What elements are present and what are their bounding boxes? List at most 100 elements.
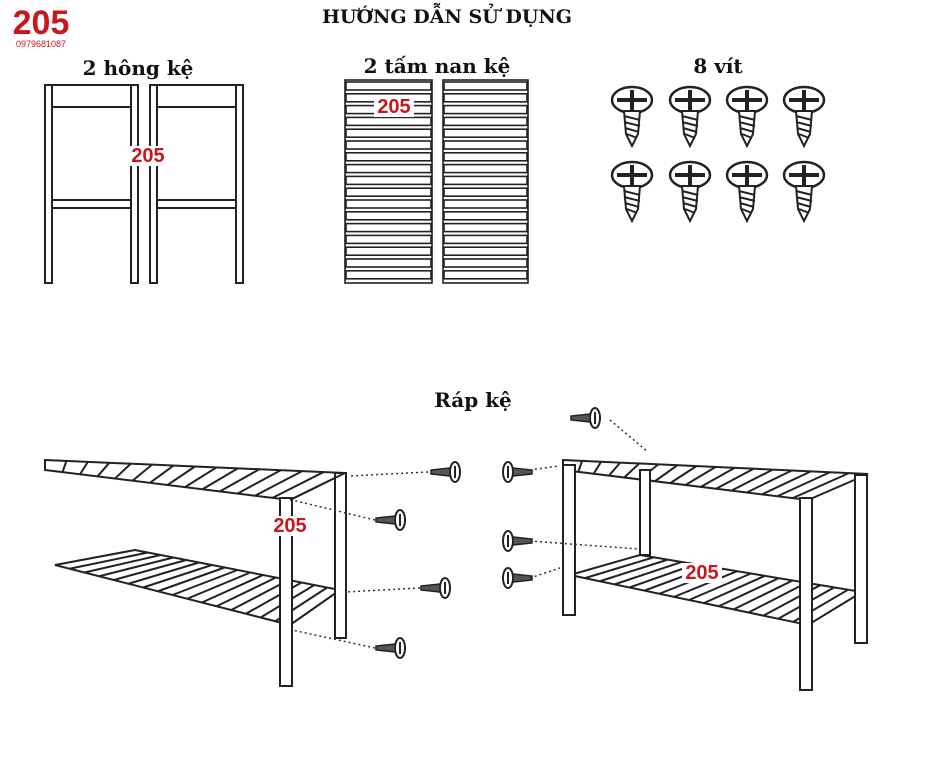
slat [443,222,528,233]
slat [345,187,432,197]
shelf-slat [654,464,678,483]
slat [443,104,528,115]
shelf-slat [201,574,264,604]
watermark-logo: 205 [682,563,722,583]
shelf-slat [718,577,780,608]
shelf-leg [854,474,868,644]
slat [345,269,432,280]
slat [443,163,528,174]
shelf-slat [157,566,226,593]
shelf-slat [128,561,200,585]
dotted-arrow [291,499,376,521]
shelf-slat [592,461,602,475]
shelf-bottom [54,548,343,627]
page-title: HƯỚNG DẪN SỬ DỤNG [321,6,573,28]
frame-leg [235,84,244,284]
slat [345,116,432,127]
slat [443,211,528,221]
shelf-leg [334,472,347,639]
shelf-slat [577,460,584,473]
screw-icon [430,461,461,483]
shelf-slat [61,460,68,473]
slat [443,93,528,103]
slat [443,258,528,268]
shelf-slat [761,470,812,496]
screw-icon [502,461,533,483]
shelf-slat [669,465,697,484]
shelf-slat [96,462,111,478]
screw-icon [375,637,406,659]
dotted-arrow [529,465,559,471]
dotted-arrow [529,540,639,550]
label-slat-panels: 2 tấm nan kệ [363,54,511,78]
slat [345,211,432,221]
shelf-slat [623,462,640,479]
shelf-slat [733,579,794,611]
screw-icon [502,567,533,589]
slat [443,269,528,280]
brand-logo: 205 0979681087 [8,6,74,49]
watermark-logo: 205 [128,146,168,166]
shelf-slat [776,471,831,498]
slat [443,175,528,186]
slat [345,163,432,174]
screw-icon [668,85,712,148]
shelf-slat [584,556,655,580]
screw-icon [610,160,654,223]
shelf-slat [684,466,717,486]
screw-icon [420,577,451,599]
frame-crossbar [156,199,237,209]
frame-top-board [154,84,241,108]
label-assembly: Ráp kệ [434,388,512,412]
shelf-slat [216,576,277,608]
slat [443,81,528,91]
shelf-leg [279,497,293,687]
shelf-slat [201,467,239,491]
screw-icon [610,85,654,148]
shelf-slat [703,574,766,605]
shelf-slat [792,472,850,500]
shelf-slat [131,463,153,482]
slat [345,199,432,209]
frame-top-board [49,84,136,108]
shelf-top [562,458,869,502]
shelf-slat [237,469,282,495]
slat [443,234,528,245]
slat [345,152,432,162]
slat [345,128,432,138]
screw-icon [502,530,533,552]
shelf-slat [673,570,738,598]
shelf-slat [614,560,682,586]
shelf-slat [113,559,187,581]
slat [443,187,528,197]
slat [443,140,528,150]
shelf-slat [172,569,238,596]
shelf-slat [688,572,752,601]
frame-leg [130,84,139,284]
logo-phone: 0979681087 [15,39,67,49]
watermark-logo: 205 [270,516,310,536]
screw-icon [725,160,769,223]
shelf-slat [186,571,251,600]
shelf-leg [799,497,813,691]
slat [345,81,432,91]
dotted-arrow [291,629,376,649]
shelf-slat [608,461,621,477]
shelf-slat [184,466,217,488]
shelf-leg [639,469,651,556]
shelf-slat [746,469,793,494]
shelf-slat [79,461,89,475]
shelf-leg [562,464,576,616]
shelf-slat [700,467,736,488]
shelf-slat [272,471,325,499]
side-frame [44,84,139,284]
shelf-slat [114,462,132,480]
slat [345,222,432,233]
label-side-frames: 2 hông kệ [82,56,194,80]
slat [345,175,432,186]
slat [443,116,528,127]
shelf-slat [748,581,807,614]
frame-crossbar [51,199,132,209]
screw-icon [668,160,712,223]
